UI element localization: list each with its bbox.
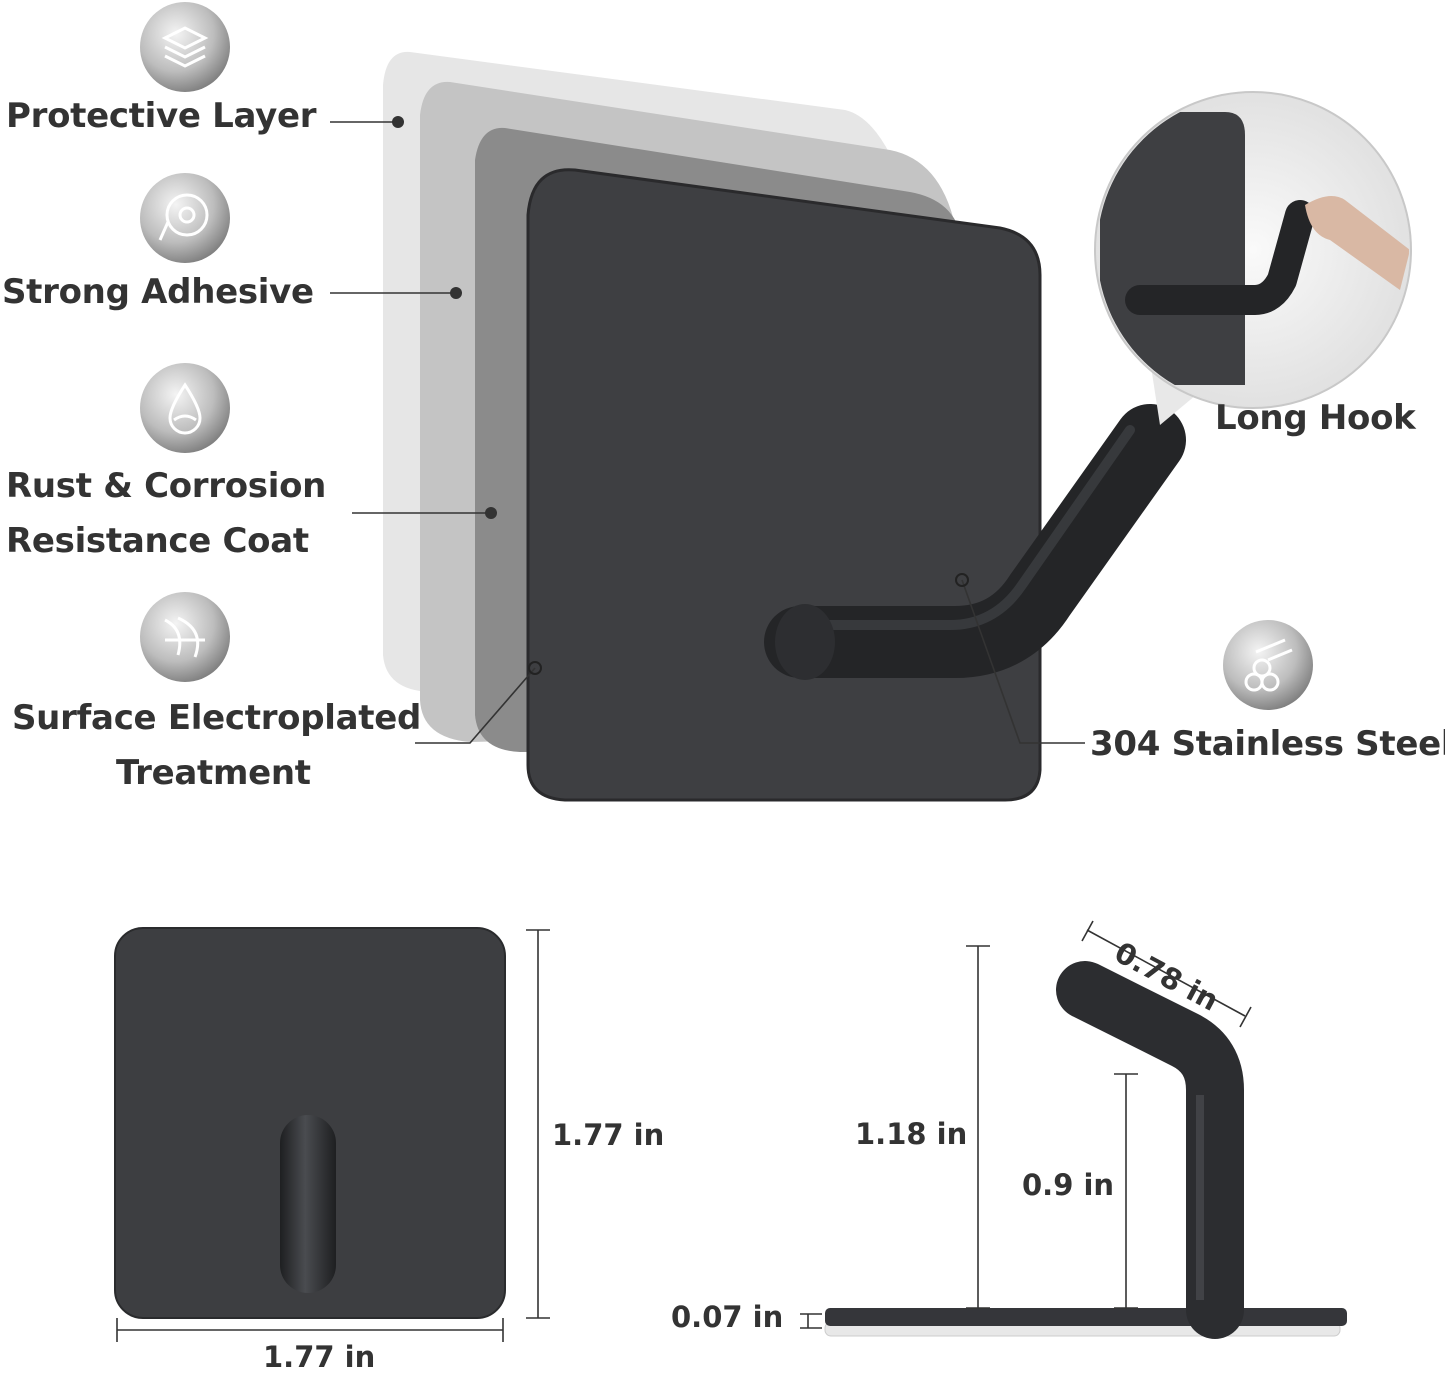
side-dimension-lines (800, 920, 1252, 1329)
leader-dot (528, 661, 542, 675)
hook (764, 404, 1186, 678)
plate-thickness-label: 0.07 in (671, 1300, 784, 1334)
long-hook-label: Long Hook (1215, 398, 1416, 438)
leader-dot (450, 287, 462, 299)
leader-dot (955, 573, 969, 587)
leader-dot (392, 116, 404, 128)
rust-corrosion-label-line1: Rust & Corrosion (6, 466, 327, 506)
electroplated-label-line1: Surface Electroplated (12, 698, 422, 738)
front-width-label: 1.77 in (263, 1340, 376, 1374)
protective-layer-label: Protective Layer (6, 96, 317, 136)
rust-corrosion-label-line2: Resistance Coat (6, 521, 309, 561)
leader-lines (330, 121, 1085, 744)
steel-plate (526, 168, 1042, 802)
layers-icon (140, 2, 230, 92)
stainless-steel-label: 304 Stainless Steel (1090, 724, 1445, 764)
front-dimension-lines (116, 929, 550, 1342)
surface-wave-icon (140, 592, 230, 682)
front-view-hook (280, 1115, 336, 1293)
strong-adhesive-label: Strong Adhesive (2, 272, 314, 312)
total-height-label: 1.18 in (855, 1117, 968, 1151)
side-view-hook (1056, 961, 1244, 1339)
hook-height-label: 0.9 in (1022, 1168, 1115, 1202)
electroplated-label-line2: Treatment (116, 753, 311, 793)
side-view-plate (825, 1308, 1347, 1326)
water-drop-icon (140, 363, 230, 453)
steel-pipes-icon (1223, 620, 1313, 710)
front-height-label: 1.77 in (552, 1118, 665, 1152)
leader-dot (485, 507, 497, 519)
long-hook-callout (1094, 91, 1412, 409)
adhesive-tape-icon (140, 173, 230, 263)
